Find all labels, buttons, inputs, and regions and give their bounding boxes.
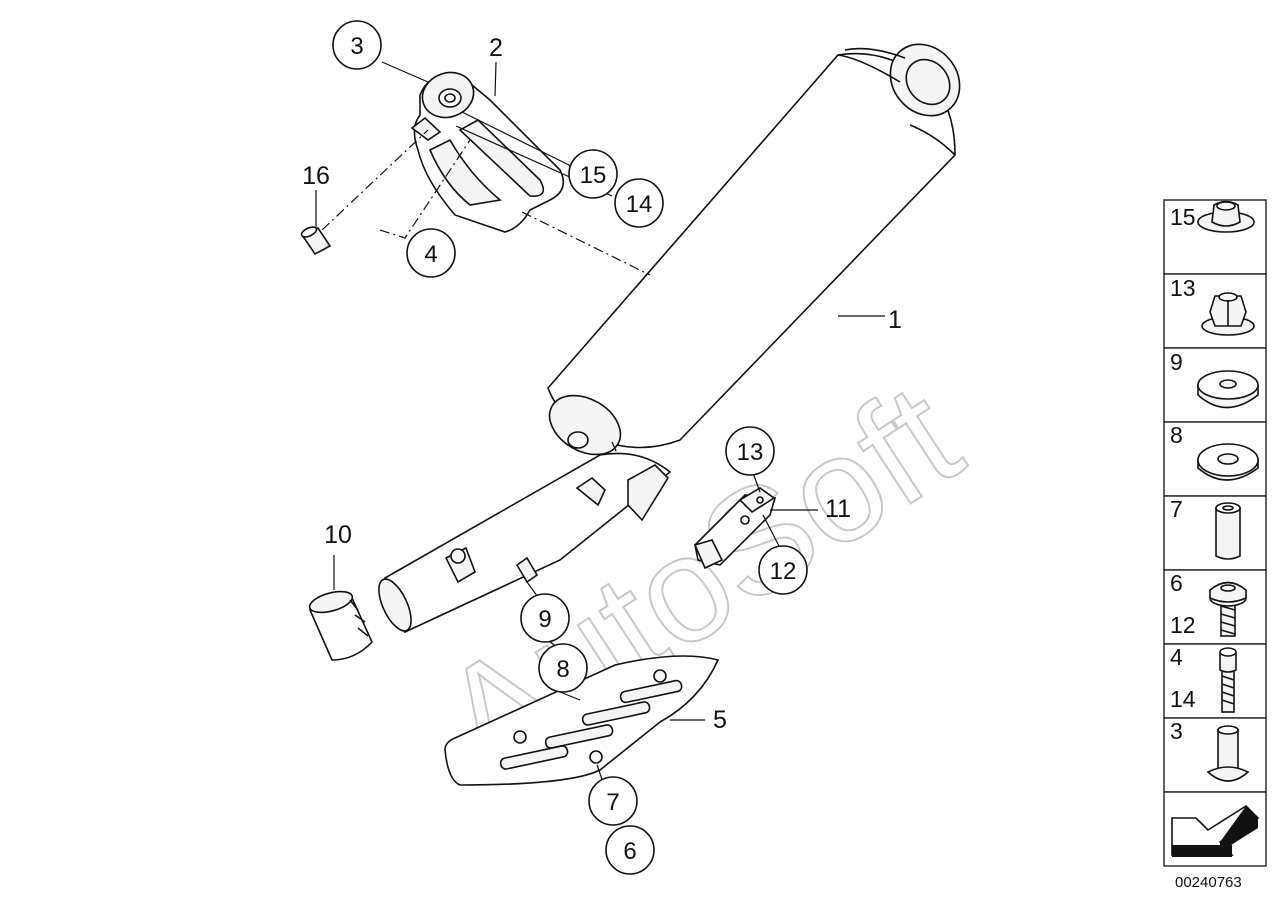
legend-cell-3: 3 — [1163, 717, 1267, 793]
legend-cell-7: 7 — [1163, 495, 1267, 571]
callout-13: 13 — [725, 426, 775, 476]
legend-cell-8: 8 — [1163, 421, 1267, 497]
legend-cell-13: 13 — [1163, 273, 1267, 349]
legend-cell-6-12: 6 12 — [1163, 569, 1267, 645]
spacer-sleeve-icon — [1215, 502, 1241, 560]
collar-screw-icon — [1206, 725, 1250, 782]
svg-text:6: 6 — [623, 838, 636, 865]
callout-14: 14 — [614, 178, 664, 228]
legend-cell-arrow — [1163, 791, 1267, 867]
callout-9: 9 — [520, 593, 570, 643]
svg-text:9: 9 — [538, 606, 551, 633]
callout-7: 7 — [588, 776, 638, 826]
callout-1: 1 — [888, 306, 902, 334]
holder-part — [693, 487, 777, 570]
svg-text:12: 12 — [1170, 612, 1196, 638]
svg-text:13: 13 — [1170, 275, 1196, 301]
svg-text:15: 15 — [1170, 204, 1196, 230]
flange-nut-icon — [1197, 200, 1255, 233]
callout-3: 3 — [332, 20, 382, 70]
callout-11: 11 — [825, 495, 851, 523]
callout-10: 10 — [324, 521, 352, 549]
svg-text:12: 12 — [770, 558, 797, 585]
washer-icon — [1197, 443, 1259, 481]
svg-text:7: 7 — [1170, 496, 1183, 522]
svg-text:8: 8 — [1170, 422, 1183, 448]
callout-5: 5 — [713, 706, 727, 734]
hardware-legend: 15 13 9 — [1163, 199, 1267, 867]
svg-text:7: 7 — [606, 789, 619, 816]
torx-screw-icon — [1209, 581, 1247, 637]
heat-shield-part — [444, 655, 720, 786]
svg-text:14: 14 — [626, 191, 653, 218]
svg-text:15: 15 — [580, 162, 607, 189]
svg-text:4: 4 — [1170, 644, 1183, 670]
rubber-washer-icon — [1197, 370, 1259, 409]
legend-cell-9: 9 — [1163, 347, 1267, 423]
svg-text:8: 8 — [556, 656, 569, 683]
diagram-code: 00240763 — [1175, 874, 1242, 891]
direction-arrow-icon — [1171, 804, 1260, 857]
callout-8: 8 — [538, 643, 588, 693]
callout-6: 6 — [605, 825, 655, 875]
svg-text:3: 3 — [1170, 718, 1183, 744]
callout-12: 12 — [758, 545, 808, 595]
clamp-part — [308, 590, 373, 661]
muffler-bracket-part — [410, 71, 565, 233]
socket-cap-screw-icon — [1219, 647, 1237, 713]
svg-text:4: 4 — [424, 241, 437, 268]
pin-part — [300, 226, 332, 256]
muffler-part — [547, 43, 961, 449]
svg-text:3: 3 — [350, 33, 363, 60]
svg-text:14: 14 — [1170, 686, 1196, 712]
callout-2: 2 — [489, 34, 503, 62]
svg-text:13: 13 — [737, 439, 764, 466]
legend-cell-4-14: 4 14 — [1163, 643, 1267, 719]
hex-nut-icon — [1201, 292, 1255, 336]
svg-text:9: 9 — [1170, 349, 1183, 375]
svg-text:6: 6 — [1170, 570, 1183, 596]
callout-16: 16 — [302, 162, 330, 190]
link-pipe-part — [378, 394, 672, 633]
legend-cell-15: 15 — [1163, 199, 1267, 275]
callout-4: 4 — [406, 228, 456, 278]
callout-15: 15 — [568, 149, 618, 199]
